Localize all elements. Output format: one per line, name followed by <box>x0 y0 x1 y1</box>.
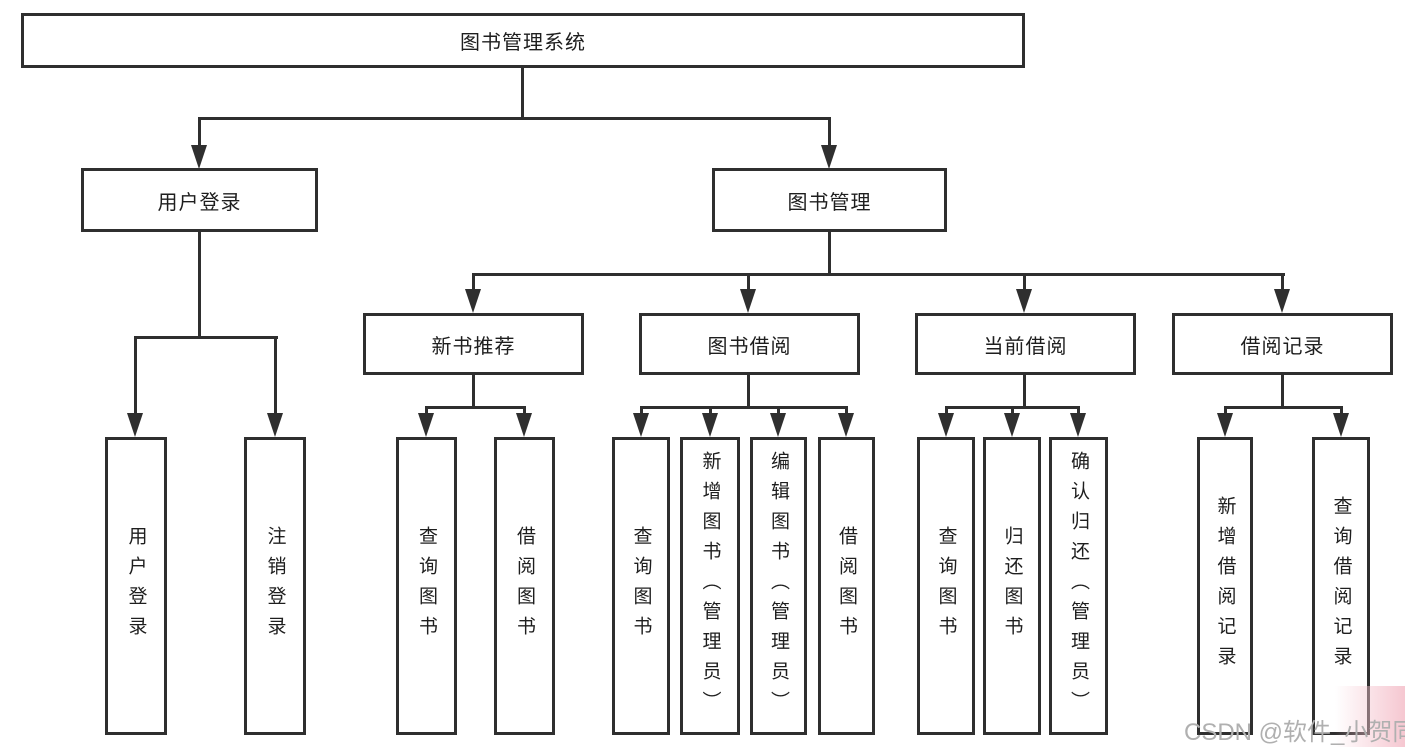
connector-arrowhead <box>191 145 207 169</box>
leaf-borrow-books-borrowing: 借阅图书 <box>818 437 875 735</box>
connector-line <box>1281 375 1284 408</box>
connector-line <box>777 408 780 417</box>
connector-line <box>274 338 277 416</box>
connector-arrowhead <box>1333 413 1349 437</box>
leaf-user-login: 用户登录 <box>105 437 167 735</box>
connector-line <box>1281 275 1284 291</box>
node-borrowing-records: 借阅记录 <box>1172 313 1393 375</box>
connector-arrowhead <box>938 413 954 437</box>
leaf-borrow-books-borrowing-label: 借阅图书 <box>836 526 857 646</box>
leaf-query-books-current-label: 查询图书 <box>935 526 957 646</box>
connector-line <box>425 408 428 417</box>
connector-line <box>134 336 278 339</box>
connector-arrowhead <box>1070 413 1086 437</box>
connector-line <box>472 375 475 408</box>
node-current-borrowing: 当前借阅 <box>915 313 1136 375</box>
leaf-add-book-admin: 新增图书（管理员） <box>680 437 740 735</box>
connector-line <box>845 408 848 417</box>
connector-arrowhead <box>465 289 481 313</box>
node-user-login-label: 用户登录 <box>157 191 242 214</box>
leaf-query-books-borrowing-label: 查询图书 <box>630 526 652 646</box>
leaf-return-book-label: 归还图书 <box>1001 526 1023 646</box>
leaf-add-borrow-record-label: 新增借阅记录 <box>1214 496 1236 676</box>
leaf-confirm-return-admin-label: 确认归还（管理员） <box>1068 451 1089 721</box>
node-book-management: 图书管理 <box>712 168 947 232</box>
leaf-add-book-admin-label: 新增图书（管理员） <box>699 451 721 721</box>
node-new-book-recommendation: 新书推荐 <box>363 313 584 375</box>
node-library-system-label: 图书管理系统 <box>460 32 586 54</box>
connector-line <box>709 408 712 417</box>
node-user-login: 用户登录 <box>81 168 318 232</box>
connector-arrowhead <box>516 413 532 437</box>
connector-line <box>1224 408 1227 417</box>
connector-line <box>640 408 643 417</box>
connector-arrowhead <box>633 413 649 437</box>
leaf-query-books-borrowing: 查询图书 <box>612 437 670 735</box>
leaf-query-books-recommend: 查询图书 <box>396 437 457 735</box>
connector-arrowhead <box>740 289 756 313</box>
node-book-borrowing: 图书借阅 <box>639 313 860 375</box>
connector-arrowhead <box>702 413 718 437</box>
node-book-borrowing-label: 图书借阅 <box>707 335 792 358</box>
connector-line <box>828 117 831 147</box>
connector-line <box>1077 408 1080 417</box>
node-book-management-label: 图书管理 <box>787 191 872 214</box>
leaf-borrow-books-recommend: 借阅图书 <box>494 437 555 735</box>
leaf-logout-label: 注销登录 <box>264 526 286 646</box>
connector-line <box>198 232 201 338</box>
connector-line <box>134 338 137 416</box>
leaf-edit-book-admin-label: 编辑图书（管理员） <box>768 451 789 721</box>
connector-line <box>945 408 948 417</box>
connector-line <box>1340 408 1343 417</box>
leaf-add-borrow-record: 新增借阅记录 <box>1197 437 1253 735</box>
connector-arrowhead <box>418 413 434 437</box>
connector-line <box>1023 375 1026 408</box>
connector-line <box>521 68 524 118</box>
connector-line <box>472 273 1285 276</box>
node-borrowing-records-label: 借阅记录 <box>1240 335 1325 358</box>
connector-line <box>747 275 750 291</box>
connector-arrowhead <box>821 145 837 169</box>
leaf-query-books-recommend-label: 查询图书 <box>416 526 437 646</box>
leaf-return-book: 归还图书 <box>983 437 1041 735</box>
connector-line <box>1023 275 1026 291</box>
connector-arrowhead <box>770 413 786 437</box>
leaf-edit-book-admin: 编辑图书（管理员） <box>750 437 807 735</box>
node-new-book-recommendation-label: 新书推荐 <box>431 335 516 358</box>
leaf-query-borrow-record: 查询借阅记录 <box>1312 437 1370 735</box>
connector-arrowhead <box>1274 289 1290 313</box>
connector-arrowhead <box>838 413 854 437</box>
connector-line <box>945 406 1080 409</box>
connector-line <box>425 406 526 409</box>
connector-line <box>747 375 750 408</box>
connector-line <box>198 117 201 147</box>
node-current-borrowing-label: 当前借阅 <box>983 335 1068 358</box>
connector-line <box>828 232 831 275</box>
node-library-system: 图书管理系统 <box>21 13 1025 68</box>
connector-line <box>523 408 526 417</box>
connector-arrowhead <box>1217 413 1233 437</box>
connector-line <box>472 275 475 291</box>
connector-line <box>1224 406 1343 409</box>
connector-arrowhead <box>1004 413 1020 437</box>
connector-arrowhead <box>127 413 143 437</box>
connector-arrowhead <box>1016 289 1032 313</box>
watermark-highlight <box>1335 686 1405 747</box>
connector-line <box>640 406 848 409</box>
leaf-user-login-label: 用户登录 <box>125 526 147 646</box>
leaf-confirm-return-admin: 确认归还（管理员） <box>1049 437 1108 735</box>
connector-line <box>198 117 831 120</box>
leaf-query-borrow-record-label: 查询借阅记录 <box>1330 496 1352 676</box>
leaf-logout: 注销登录 <box>244 437 306 735</box>
connector-line <box>1011 408 1014 417</box>
leaf-borrow-books-recommend-label: 借阅图书 <box>514 526 535 646</box>
connector-arrowhead <box>267 413 283 437</box>
leaf-query-books-current: 查询图书 <box>917 437 975 735</box>
watermark-text: CSDN @软件_小贺同学 <box>1184 719 1405 746</box>
